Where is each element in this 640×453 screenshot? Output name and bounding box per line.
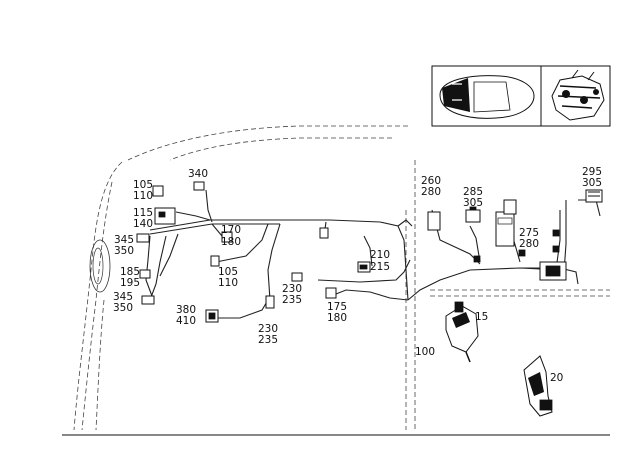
callout-185: 185 xyxy=(120,266,140,278)
connector-230-235-vertical[interactable] xyxy=(265,295,275,309)
callout-235: 235 xyxy=(258,334,278,346)
thumbnail-inset xyxy=(431,65,611,127)
connector-285-305[interactable] xyxy=(465,209,481,223)
module-275-280[interactable] xyxy=(495,211,515,247)
main-harness xyxy=(145,189,561,319)
callout-100: 100 xyxy=(415,346,435,358)
bracket-20[interactable] xyxy=(523,355,553,417)
callout-210: 210 xyxy=(370,249,390,261)
callout-280: 280 xyxy=(421,186,441,198)
connector-345-350-lower[interactable] xyxy=(141,295,155,305)
callout-275: 275 xyxy=(519,227,539,239)
callout-105: 105 xyxy=(133,179,153,191)
callout-195: 195 xyxy=(120,277,140,289)
callout-110-lower: 110 xyxy=(218,277,238,289)
callout-110: 110 xyxy=(133,190,153,202)
connector-340[interactable] xyxy=(193,181,205,191)
car-thumbnail-icon[interactable] xyxy=(439,75,535,119)
callout-180-lower: 180 xyxy=(327,312,347,324)
callout-230: 230 xyxy=(258,323,278,335)
callout-350-lower: 350 xyxy=(113,302,133,314)
connector-105-110-lower[interactable] xyxy=(210,255,220,267)
callout-340: 340 xyxy=(188,168,208,180)
connector-105-110[interactable] xyxy=(152,185,164,197)
callout-410: 410 xyxy=(176,315,196,327)
engine-thumbnail-icon[interactable] xyxy=(551,69,605,121)
connector-345-350-upper[interactable] xyxy=(136,233,150,243)
callout-280-right: 280 xyxy=(519,238,539,250)
callout-175: 175 xyxy=(327,301,347,313)
callout-105-lower: 105 xyxy=(218,266,238,278)
callout-235-mid: 235 xyxy=(282,294,302,306)
callout-230-mid: 230 xyxy=(282,283,302,295)
callout-345-lower: 345 xyxy=(113,291,133,303)
callout-295: 295 xyxy=(582,166,602,178)
callout-260: 260 xyxy=(421,175,441,187)
callout-215: 215 xyxy=(370,261,390,273)
callout-labels: 340 105 110 115 140 345 350 185 195 345 … xyxy=(113,166,602,384)
callout-305: 305 xyxy=(463,197,483,209)
callout-15: 15 xyxy=(475,311,488,323)
actuator-15[interactable] xyxy=(445,301,479,363)
connector-230-235[interactable] xyxy=(291,272,303,282)
callout-305-right: 305 xyxy=(582,177,602,189)
callout-140: 140 xyxy=(133,218,153,230)
connector-175-180[interactable] xyxy=(325,287,337,299)
vehicle-body-outline xyxy=(73,125,610,431)
callout-20: 20 xyxy=(550,372,563,384)
connector-upper-mid[interactable] xyxy=(319,227,329,239)
callout-170: 170 xyxy=(221,224,241,236)
connector-170-180[interactable] xyxy=(221,231,233,243)
components xyxy=(136,181,603,417)
callout-350: 350 xyxy=(114,245,134,257)
callout-285: 285 xyxy=(463,186,483,198)
connector-260-280[interactable] xyxy=(427,211,441,231)
callout-115: 115 xyxy=(133,207,153,219)
callout-345: 345 xyxy=(114,234,134,246)
connector-185-195[interactable] xyxy=(139,269,151,279)
callout-180: 180 xyxy=(221,236,241,248)
callout-380: 380 xyxy=(176,304,196,316)
